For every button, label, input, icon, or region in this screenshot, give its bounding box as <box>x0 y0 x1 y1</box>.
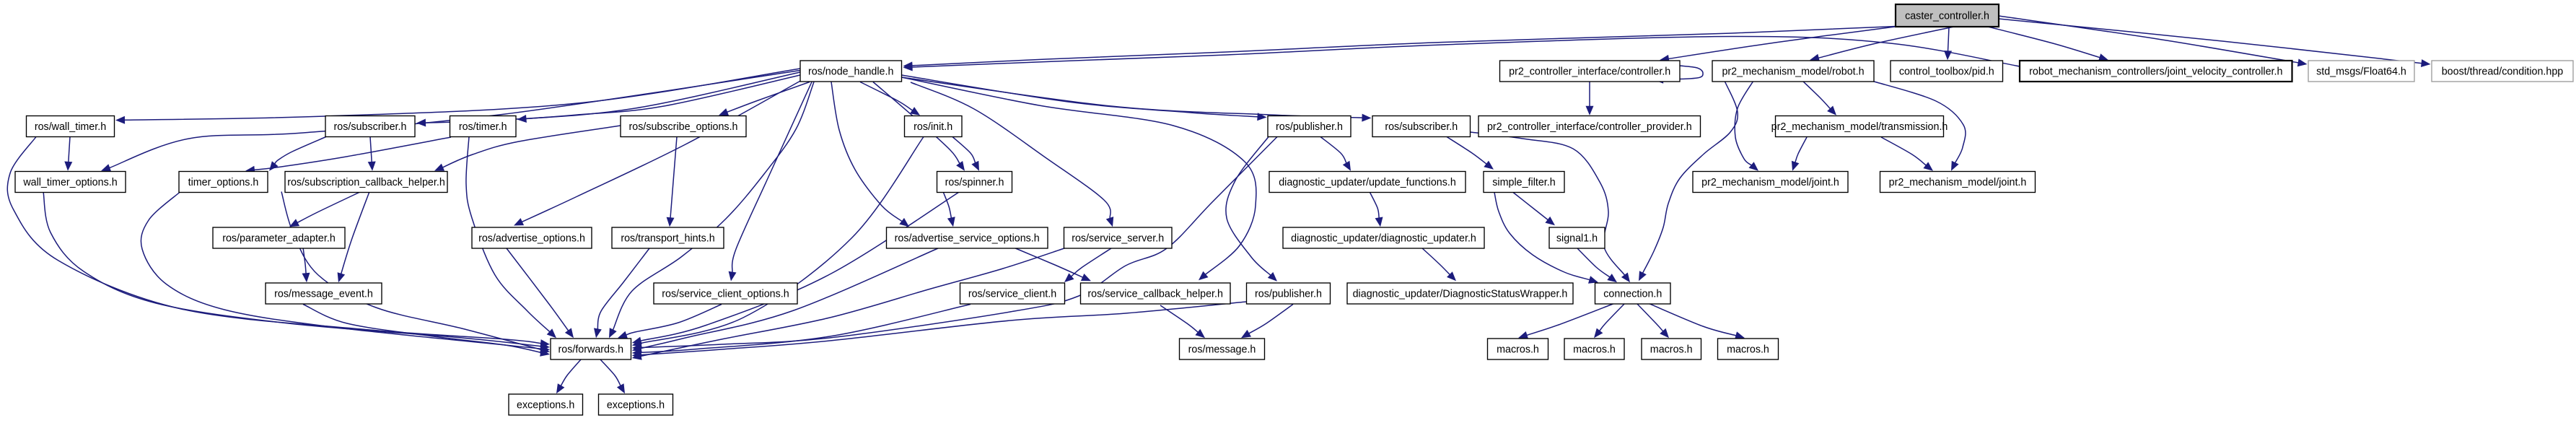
svg-text:ros/publisher.h: ros/publisher.h <box>1255 288 1322 300</box>
svg-text:caster_controller.h: caster_controller.h <box>1905 10 1989 22</box>
svg-text:ros/parameter_adapter.h: ros/parameter_adapter.h <box>222 232 336 244</box>
svg-text:pr2_mechanism_model/transmissi: pr2_mechanism_model/transmission.h <box>1771 121 1948 133</box>
svg-text:ros/service_client.h: ros/service_client.h <box>968 288 1056 300</box>
svg-text:ros/service_client_options.h: ros/service_client_options.h <box>662 288 789 300</box>
svg-text:diagnostic_updater/diagnostic_: diagnostic_updater/diagnostic_updater.h <box>1291 232 1476 244</box>
svg-text:ros/node_handle.h: ros/node_handle.h <box>808 66 893 77</box>
svg-text:macros.h: macros.h <box>1573 344 1616 355</box>
svg-text:std_msgs/Float64.h: std_msgs/Float64.h <box>2316 66 2406 77</box>
svg-text:signal1.h: signal1.h <box>1556 232 1598 244</box>
svg-text:ros/transport_hints.h: ros/transport_hints.h <box>621 232 714 244</box>
svg-text:simple_filter.h: simple_filter.h <box>1492 177 1555 188</box>
svg-text:pr2_mechanism_model/joint.h: pr2_mechanism_model/joint.h <box>1701 177 1839 188</box>
svg-text:diagnostic_updater/update_func: diagnostic_updater/update_functions.h <box>1279 177 1456 188</box>
svg-text:ros/advertise_options.h: ros/advertise_options.h <box>478 232 585 244</box>
svg-text:wall_timer_options.h: wall_timer_options.h <box>22 177 117 188</box>
svg-text:exceptions.h: exceptions.h <box>607 399 665 411</box>
svg-text:ros/message.h: ros/message.h <box>1188 344 1256 355</box>
svg-text:boost/thread/condition.hpp: boost/thread/condition.hpp <box>2442 66 2564 77</box>
svg-text:ros/forwards.h: ros/forwards.h <box>558 344 624 355</box>
svg-text:ros/timer.h: ros/timer.h <box>459 121 507 133</box>
svg-text:ros/wall_timer.h: ros/wall_timer.h <box>35 121 106 133</box>
svg-text:macros.h: macros.h <box>1727 344 1769 355</box>
svg-text:ros/subscriber.h: ros/subscriber.h <box>1385 121 1458 133</box>
svg-text:diagnostic_updater/DiagnosticS: diagnostic_updater/DiagnosticStatusWrapp… <box>1353 288 1568 300</box>
svg-text:ros/advertise_service_options.: ros/advertise_service_options.h <box>895 232 1040 244</box>
svg-text:ros/init.h: ros/init.h <box>914 121 952 133</box>
svg-text:ros/subscription_callback_help: ros/subscription_callback_helper.h <box>287 177 445 188</box>
svg-text:control_toolbox/pid.h: control_toolbox/pid.h <box>1899 66 1994 77</box>
svg-text:timer_options.h: timer_options.h <box>188 177 259 188</box>
svg-text:macros.h: macros.h <box>1497 344 1539 355</box>
svg-text:pr2_controller_interface/contr: pr2_controller_interface/controller.h <box>1509 66 1670 77</box>
svg-text:ros/subscribe_options.h: ros/subscribe_options.h <box>629 121 738 133</box>
svg-text:ros/message_event.h: ros/message_event.h <box>274 288 373 300</box>
svg-text:ros/service_server.h: ros/service_server.h <box>1072 232 1164 244</box>
svg-text:pr2_mechanism_model/joint.h: pr2_mechanism_model/joint.h <box>1889 177 2027 188</box>
svg-text:ros/publisher.h: ros/publisher.h <box>1276 121 1343 133</box>
svg-text:pr2_mechanism_model/robot.h: pr2_mechanism_model/robot.h <box>1722 66 1864 77</box>
svg-text:ros/spinner.h: ros/spinner.h <box>945 177 1004 188</box>
svg-text:ros/service_callback_helper.h: ros/service_callback_helper.h <box>1087 288 1223 300</box>
svg-text:pr2_controller_interface/contr: pr2_controller_interface/controller_prov… <box>1487 121 1692 133</box>
svg-text:exceptions.h: exceptions.h <box>517 399 574 411</box>
svg-text:ros/subscriber.h: ros/subscriber.h <box>334 121 407 133</box>
svg-text:connection.h: connection.h <box>1603 288 1662 300</box>
svg-text:robot_mechanism_controllers/jo: robot_mechanism_controllers/joint_veloci… <box>2029 66 2282 77</box>
svg-text:macros.h: macros.h <box>1650 344 1693 355</box>
